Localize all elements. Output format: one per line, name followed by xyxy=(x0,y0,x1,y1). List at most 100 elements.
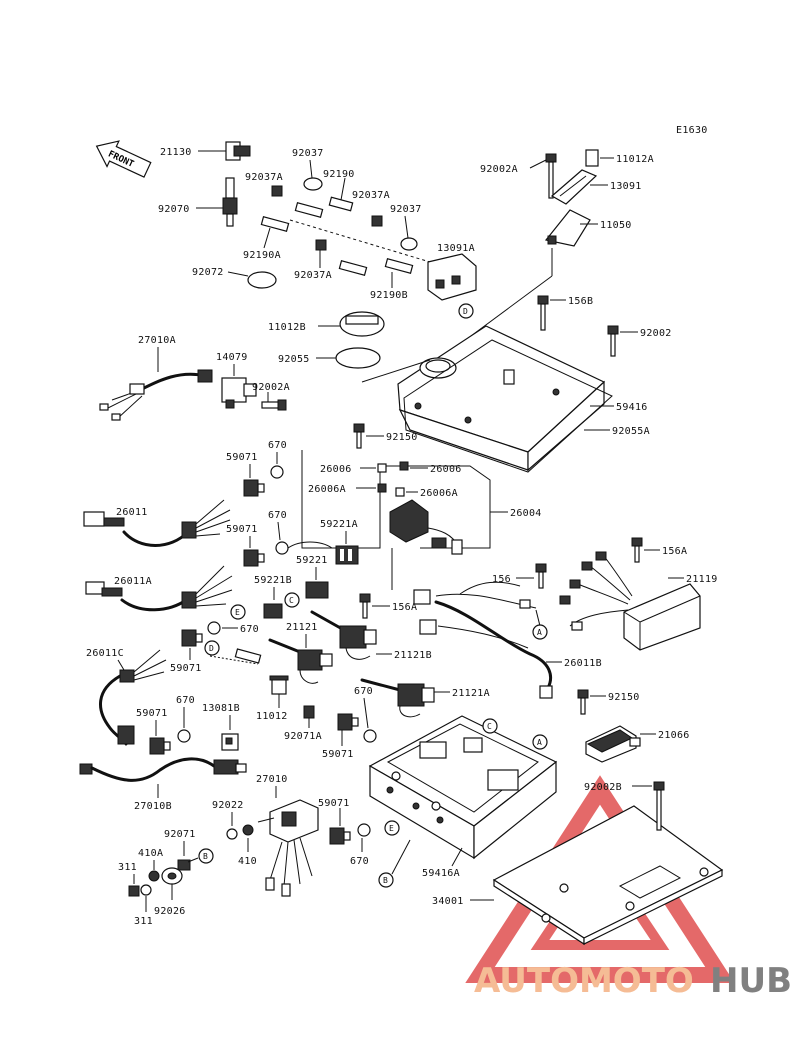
wire-harness-27010a-icon xyxy=(99,369,213,421)
label-59071-5: 59071 xyxy=(322,749,354,760)
label-92055a: 92055A xyxy=(612,426,650,437)
block-13081b-icon xyxy=(221,733,239,751)
connector-59071-6-icon xyxy=(329,827,351,845)
label-92002b: 92002B xyxy=(584,782,622,793)
label-670-2: 670 xyxy=(268,510,287,521)
o-ring-92055-icon xyxy=(335,347,381,369)
washer-92022-icon xyxy=(226,828,238,840)
watermark-text-b: HUB xyxy=(710,961,792,1001)
clamp-92072-icon xyxy=(247,271,277,289)
watermark-text-a: AUTOMOTO xyxy=(474,961,694,1001)
label-92037a-1: 92037A xyxy=(245,172,283,183)
fuse-26006a-r-icon xyxy=(395,487,405,497)
label-26006-r: 26006 xyxy=(430,464,462,475)
label-156b: 156B xyxy=(568,296,593,307)
label-92002: 92002 xyxy=(640,328,672,339)
clip-92037a-1-icon xyxy=(271,185,283,197)
fuse-26006-l-icon xyxy=(377,463,387,473)
label-670-5: 670 xyxy=(176,695,195,706)
label-410a: 410A xyxy=(138,848,163,859)
fuse-26006-r-icon xyxy=(399,461,409,471)
label-59221a: 59221A xyxy=(320,519,358,530)
label-92070: 92070 xyxy=(158,204,190,215)
connector-59221a-icon xyxy=(335,545,359,565)
hose-short-icon xyxy=(294,202,324,218)
callout-c-2 xyxy=(482,718,498,734)
label-92037a-2: 92037A xyxy=(352,190,390,201)
label-92071a: 92071A xyxy=(284,731,322,742)
cap-11012b-icon xyxy=(339,311,385,337)
connector-59071-5-icon xyxy=(337,713,359,731)
label-13091: 13091 xyxy=(610,181,642,192)
label-59071-1: 59071 xyxy=(226,452,258,463)
label-21121b: 21121B xyxy=(394,650,432,661)
connector-59071-2-icon xyxy=(243,549,265,567)
connector-59071-4-icon xyxy=(149,737,171,755)
label-21121a: 21121A xyxy=(452,688,490,699)
washer-311-2-icon xyxy=(140,884,152,896)
callout-d-1 xyxy=(458,303,474,319)
bolt-156a-r-icon xyxy=(631,537,643,563)
hose-92190a-icon xyxy=(260,216,290,232)
label-26006a-r: 26006A xyxy=(420,488,458,499)
relay-21066-icon xyxy=(585,725,641,763)
wire-harness-26011-icon xyxy=(83,499,231,547)
label-59416a: 59416A xyxy=(422,868,460,879)
sensor-14079-icon xyxy=(221,377,257,409)
hose-clamp-92037-2-icon xyxy=(400,237,418,251)
ignition-coil-21121b-icon xyxy=(310,610,377,660)
label-21066: 21066 xyxy=(658,730,690,741)
bolt-92071a-icon xyxy=(303,705,315,719)
svg-text:E: E xyxy=(235,608,240,617)
label-92150-r: 92150 xyxy=(608,692,640,703)
front-arrow-icon: FRONT xyxy=(95,140,152,178)
svg-text:B: B xyxy=(383,876,388,885)
label-92037a-3: 92037A xyxy=(294,270,332,281)
label-11012b: 11012B xyxy=(268,322,306,333)
callout-e-1 xyxy=(230,604,246,620)
svg-text:E: E xyxy=(389,824,394,833)
label-26011a: 26011A xyxy=(114,576,152,587)
label-92026: 92026 xyxy=(154,906,186,917)
callout-b-1 xyxy=(378,872,394,888)
svg-text:D: D xyxy=(209,644,214,653)
label-26006-l: 26006 xyxy=(320,464,352,475)
bracket-11050-icon xyxy=(544,209,591,247)
fuse-26006a-l-icon xyxy=(377,483,387,493)
o-ring-670-3-icon xyxy=(207,621,221,635)
electric-case-59416a-icon xyxy=(368,715,558,860)
label-92037-top: 92037 xyxy=(292,148,324,159)
label-59221: 59221 xyxy=(296,555,328,566)
label-59071-3: 59071 xyxy=(170,663,202,674)
bolt-92002a-top-icon xyxy=(545,153,557,199)
label-311-2: 311 xyxy=(134,916,153,927)
label-21130: 21130 xyxy=(160,147,192,158)
label-156a-r: 156A xyxy=(662,546,687,557)
bolt-92071-icon xyxy=(177,859,191,871)
hose-piece-icon xyxy=(234,648,262,664)
connector-59071-1-icon xyxy=(243,479,265,497)
callout-b-2 xyxy=(198,848,214,864)
rectifier-27010-icon xyxy=(257,799,319,897)
clip-92037a-3-icon xyxy=(315,239,327,251)
connector-59221b-icon xyxy=(263,603,283,619)
connector-59221-icon xyxy=(305,581,329,599)
label-92072: 92072 xyxy=(192,267,224,278)
plug-11012-icon xyxy=(269,675,289,695)
label-92037-2: 92037 xyxy=(390,204,422,215)
label-27010b: 27010B xyxy=(134,801,172,812)
nut-311-1-icon xyxy=(128,885,140,897)
bolt-92002a-2-icon xyxy=(261,399,287,411)
label-59221b: 59221B xyxy=(254,575,292,586)
o-ring-670-5-icon xyxy=(177,729,191,743)
label-92071: 92071 xyxy=(164,829,196,840)
o-ring-670-6-icon xyxy=(357,823,371,837)
regulator-21119-icon xyxy=(559,551,701,651)
washer-410-icon xyxy=(242,824,254,836)
diagram-code: E1630 xyxy=(676,125,708,136)
connector-block-13091a-icon xyxy=(427,253,477,301)
bolt-156b-icon xyxy=(537,295,549,331)
label-26004: 26004 xyxy=(510,508,542,519)
label-14079: 14079 xyxy=(216,352,248,363)
label-59071-6: 59071 xyxy=(318,798,350,809)
